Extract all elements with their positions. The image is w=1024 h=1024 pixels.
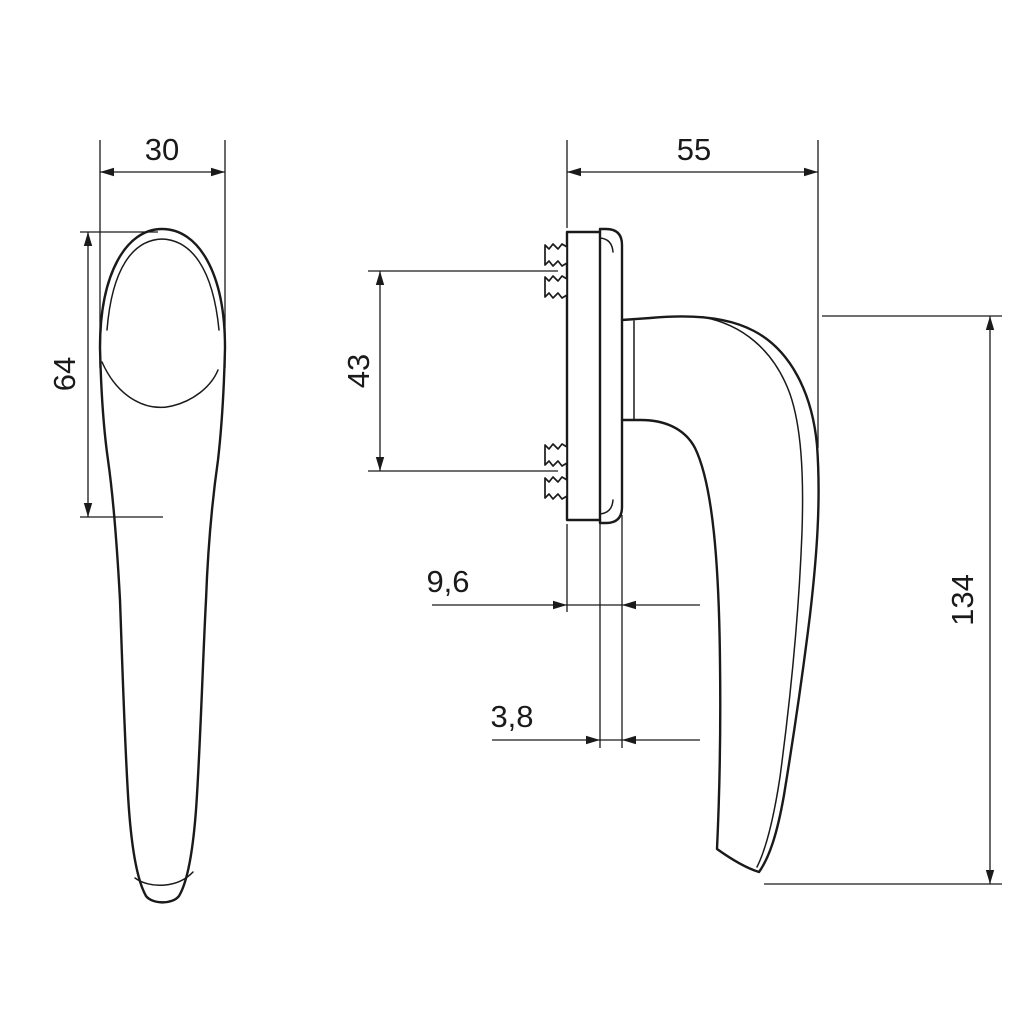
arrowhead: [985, 870, 995, 884]
dim-base-offset-label: 9,6: [426, 564, 469, 599]
dimensions: 30 64 55 43: [47, 132, 1002, 885]
arrowhead: [211, 167, 225, 177]
dim-screw-spacing: 43: [341, 270, 558, 472]
arrowhead: [586, 735, 600, 745]
dim-handle-length: 134: [764, 315, 1002, 885]
arrowhead: [622, 600, 636, 610]
dim-front-width-label: 30: [145, 132, 179, 167]
arrowhead: [100, 167, 114, 177]
handle-front-tip-line: [134, 871, 194, 887]
arrowhead: [375, 457, 385, 471]
dim-front-height: 64: [47, 231, 163, 518]
handle-side-outline: [620, 315, 820, 874]
screw-boss: [544, 243, 568, 267]
handle-front-outline: [98, 227, 227, 904]
front-view: [98, 227, 227, 904]
handle-side-face-line: [701, 316, 804, 868]
dim-plate-thickness: 3,8: [490, 515, 700, 748]
rosette-plate: [598, 227, 624, 525]
rosette-inner-edge: [599, 499, 614, 515]
arrowhead: [553, 600, 567, 610]
arrowhead: [375, 271, 385, 285]
dim-side-depth-label: 55: [677, 132, 711, 167]
handle-front-grip-arc: [101, 361, 219, 408]
dim-front-width: 30: [99, 132, 226, 368]
arrowhead: [83, 232, 93, 246]
screw-boss: [544, 275, 568, 299]
arrowhead: [985, 316, 995, 330]
dim-screw-spacing-label: 43: [341, 354, 376, 388]
screw-boss: [544, 476, 568, 500]
dim-side-depth: 55: [566, 132, 819, 448]
arrowhead: [83, 503, 93, 517]
dim-base-offset: 9,6: [426, 524, 700, 612]
side-view: [544, 227, 820, 874]
arrowhead: [567, 167, 581, 177]
handle-front-cap-inner-line: [106, 238, 220, 331]
arrowhead: [622, 735, 636, 745]
rosette-inner-edge: [599, 237, 614, 253]
dim-handle-length-label: 134: [945, 574, 980, 626]
screw-boss: [544, 443, 568, 467]
dim-front-height-label: 64: [47, 357, 82, 391]
arrowhead: [804, 167, 818, 177]
base-housing: [565, 230, 602, 522]
dim-plate-thickness-label: 3,8: [490, 699, 533, 734]
